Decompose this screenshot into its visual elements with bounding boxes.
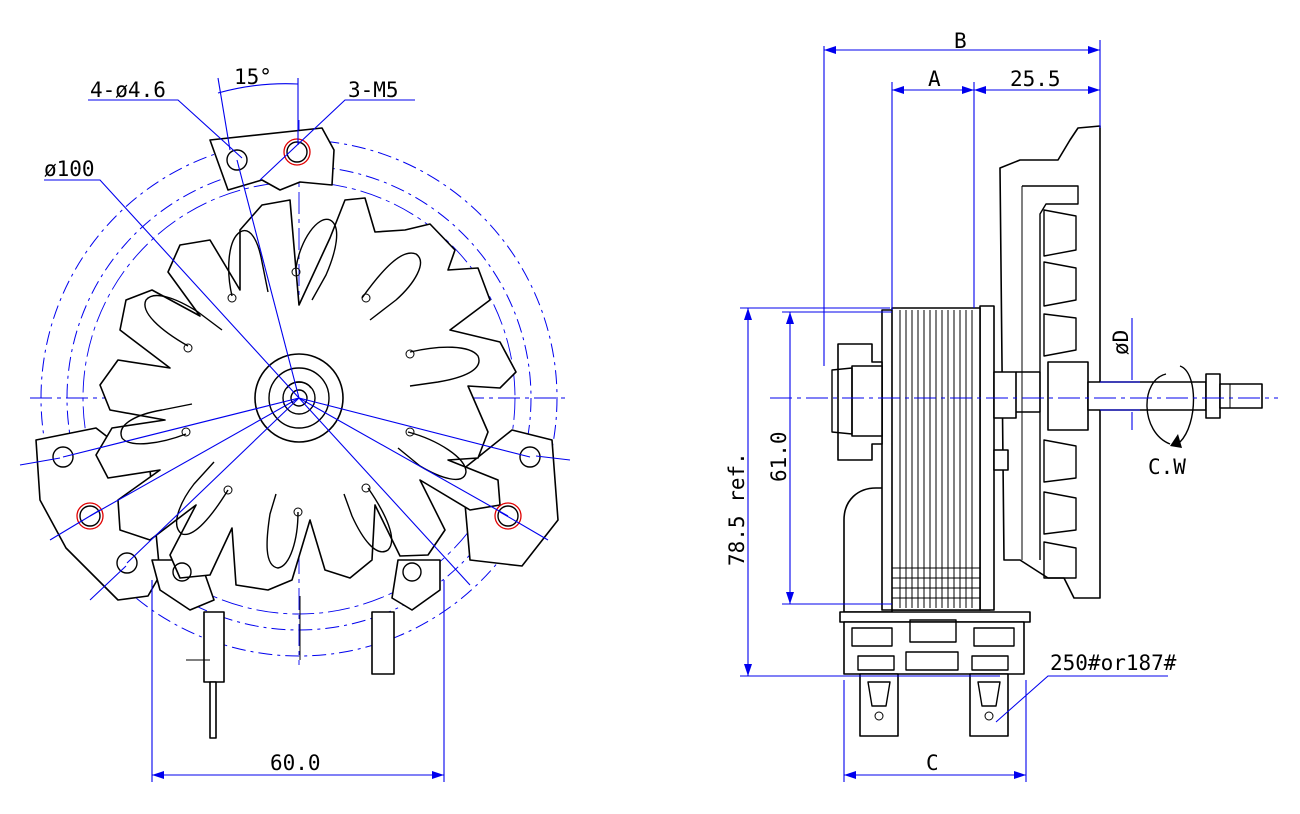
- shaft: [1047, 361, 1263, 431]
- label-flange-offset: 25.5: [1010, 67, 1061, 91]
- side-terminal-block: [843, 619, 1025, 737]
- front-view: 4-ø4.6 15° 3-M5 ø100 60.0: [19, 65, 571, 782]
- lamination-lines: [892, 310, 980, 608]
- label-stack-length: A: [928, 67, 941, 91]
- label-width: 60.0: [270, 751, 321, 775]
- label-overall-length: B: [954, 29, 967, 53]
- motor-body: [831, 305, 1041, 623]
- hole-thread-1: [286, 141, 308, 163]
- label-height-ref: 78.5 ref.: [725, 452, 749, 566]
- label-holes-thread: 3-M5: [348, 78, 399, 102]
- label-holes-small: 4-ø4.6: [90, 78, 166, 102]
- label-angle: 15°: [234, 65, 272, 89]
- hole-small-1: [226, 149, 248, 171]
- mounting-holes: [52, 138, 541, 582]
- hole-thread-3: [497, 505, 519, 527]
- hole-thread-2: [79, 505, 101, 527]
- front-terminals: [186, 596, 395, 739]
- label-rotation: C.W: [1148, 455, 1186, 479]
- rotation-arrow-icon: [1146, 365, 1195, 448]
- side-view: B A 25.5 øD C.W 78.5 ref. 61.0 250#or187…: [725, 29, 1278, 782]
- side-dimension-lines: [740, 40, 1278, 782]
- label-core-height: 61.0: [767, 431, 791, 482]
- hole-small-2: [52, 446, 74, 468]
- hole-small-3: [116, 552, 138, 574]
- label-shaft-diameter: øD: [1109, 330, 1133, 355]
- label-terminal-type: 250#or187#: [1050, 651, 1177, 675]
- label-terminal-spacing: C: [926, 751, 939, 775]
- front-dimension-lines: [19, 77, 571, 782]
- label-diameter: ø100: [44, 157, 95, 181]
